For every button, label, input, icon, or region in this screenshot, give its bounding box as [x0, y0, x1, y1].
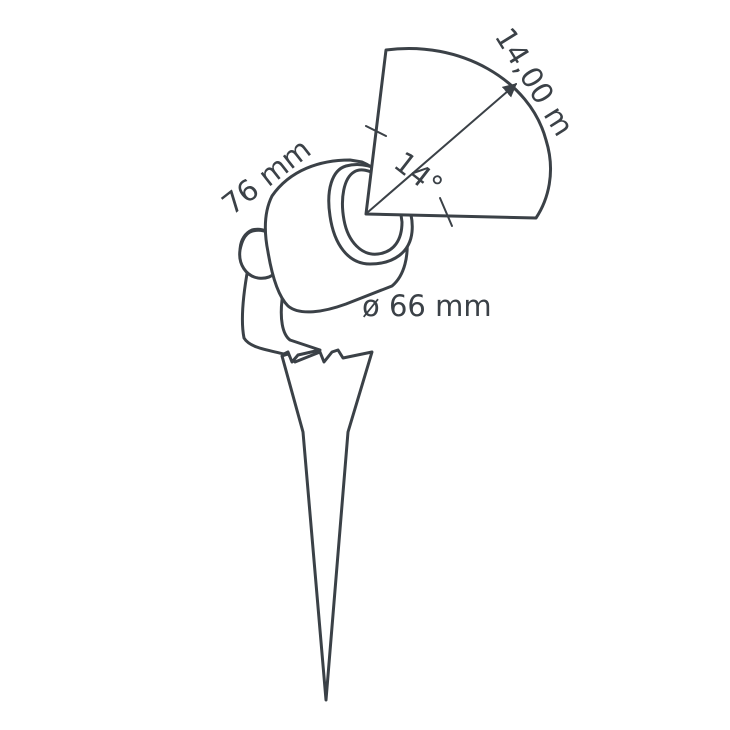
diameter-label: ø 66 mm	[362, 289, 492, 323]
ground-spike	[280, 348, 374, 702]
angle-tick-upper	[365, 125, 387, 137]
angle-tick-lower	[439, 197, 453, 227]
beam-distance-arrow	[367, 83, 518, 213]
